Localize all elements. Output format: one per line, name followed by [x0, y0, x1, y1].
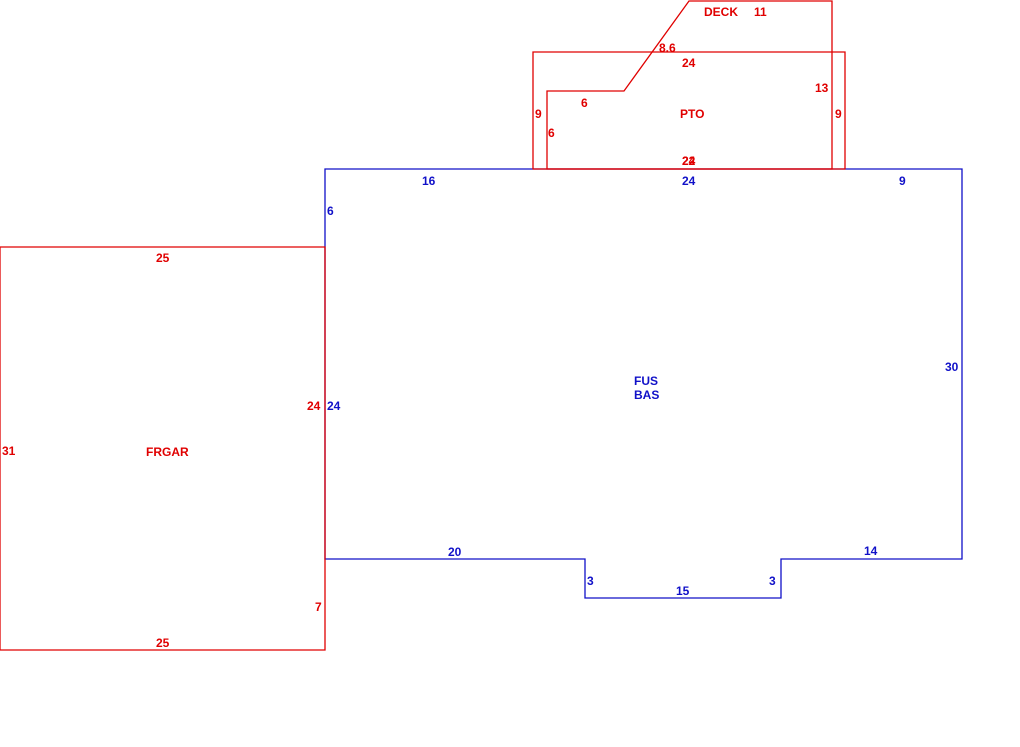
patio-dim-right: 9	[835, 107, 842, 121]
deck-dim-step: 6	[581, 96, 588, 110]
garage-dim-right-lower: 7	[315, 600, 322, 614]
deck-outline	[546, 0, 833, 170]
garage-outline	[0, 246, 326, 651]
bas-outline	[324, 168, 963, 599]
deck-dim-left: 6	[548, 126, 555, 140]
bas-dim-bottom-right: 14	[864, 544, 878, 558]
deck-label: DECK	[704, 5, 738, 19]
patio-dim-top: 24	[682, 56, 696, 70]
garage-label: FRGAR	[146, 445, 189, 459]
deck-dim-bottom: 22	[682, 154, 696, 168]
deck-dim-right: 13	[815, 81, 829, 95]
garage-dim-right: 24	[307, 399, 321, 413]
bas-dim-top-mid: 24	[682, 174, 696, 188]
patio-label: PTO	[680, 107, 704, 121]
deck-dim-diagonal: 8.6	[659, 41, 676, 55]
bas-dim-notch-bottom: 15	[676, 584, 690, 598]
bas-dim-top-right: 9	[899, 174, 906, 188]
bas-dim-left-main: 24	[327, 399, 341, 413]
garage-dim-top: 25	[156, 251, 170, 265]
bas-dim-top-left: 16	[422, 174, 436, 188]
patio-outline	[532, 51, 846, 170]
garage-dim-bottom: 25	[156, 636, 170, 650]
bas-dim-notch-left: 3	[587, 574, 594, 588]
patio-dim-bottom: 24	[682, 154, 696, 168]
garage-dim-left: 31	[2, 444, 16, 458]
bas-dim-left-upper: 6	[327, 204, 334, 218]
bas-dim-notch-right: 3	[769, 574, 776, 588]
bas-label-line2: BAS	[634, 388, 659, 402]
bas-dim-right: 30	[945, 360, 959, 374]
deck-dim-top: 11	[754, 5, 767, 19]
bas-label-line1: FUS	[634, 374, 658, 388]
bas-dim-bottom-left: 20	[448, 545, 462, 559]
patio-dim-left: 9	[535, 107, 542, 121]
